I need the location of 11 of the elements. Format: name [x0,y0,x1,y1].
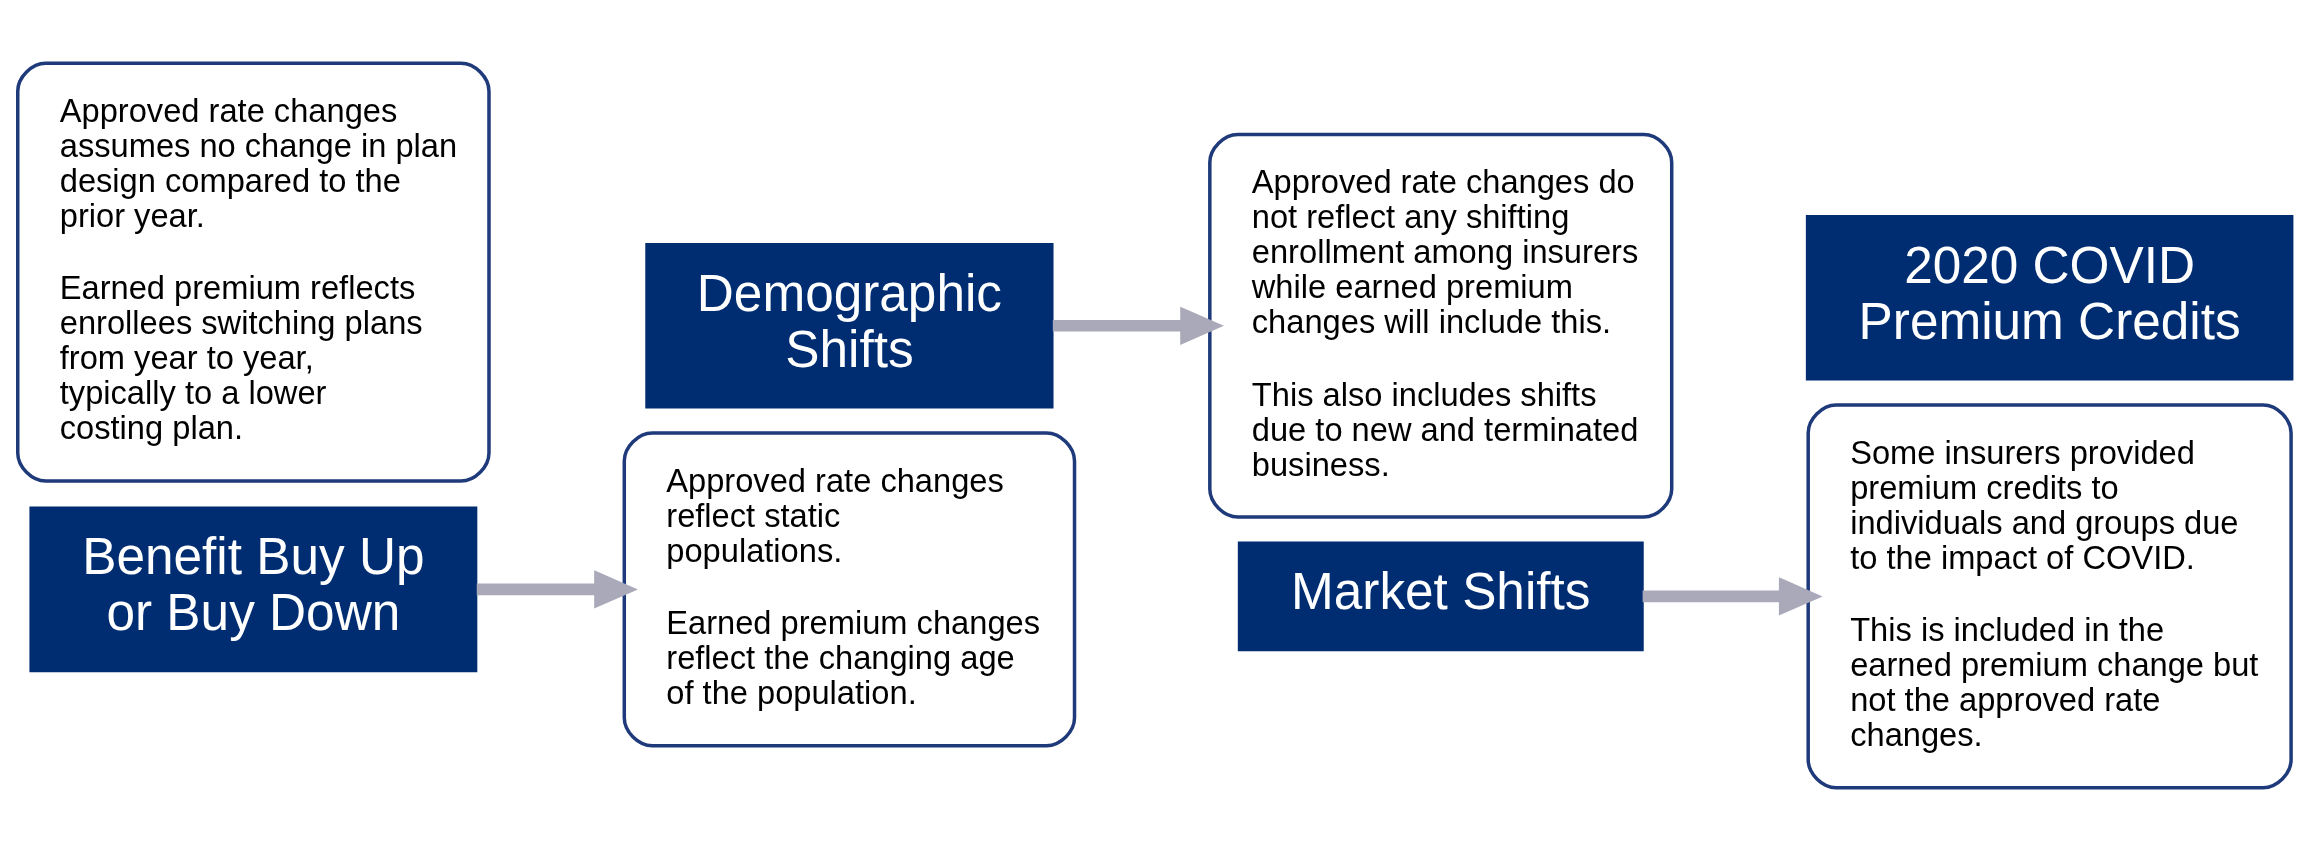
node-box: Approved rate changes reflect static populations. Earned premium changes reflect the changing age of the population. [622,430,1077,747]
node-box: Approved rate changes do not reflect any shifting enrollment among insurers while earned premium changes will include this. This also includes shifts due to new and terminated business. [1208,132,1674,519]
arrow [1642,576,1823,615]
arrow [476,569,638,608]
node-box: Some insurers provided premium credits to individuals and groups due to the impact of COVID. This is included in the earned premium change but not the approved rate changes. [1806,402,2293,789]
node-box: 2020 COVID Premium Credits [1805,214,2294,381]
node-box: Market Shifts [1237,541,1644,651]
node-box: Benefit Buy Up or Buy Down [29,506,478,672]
node-box: Approved rate changes assumes no change in plan design compared to the prior year. Earned premium reflects enrollees switching plans from year to year, typically to a lower costing plan. [16,61,491,483]
arrow [1052,306,1224,345]
node-box: Demographic Shifts [645,242,1054,409]
